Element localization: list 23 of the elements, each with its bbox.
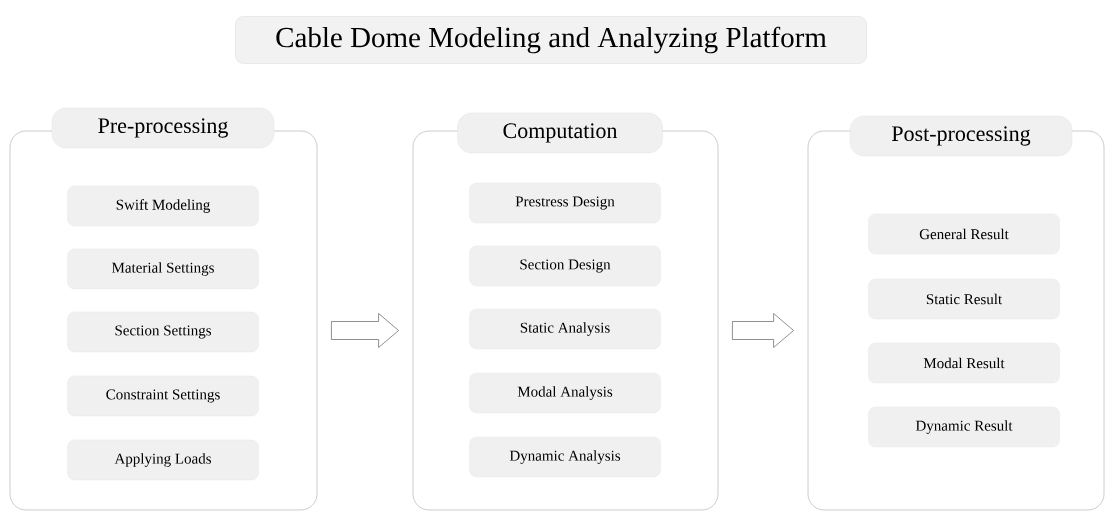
process-box: Section Design (469, 245, 661, 287)
process-box: Material Settings (67, 248, 259, 290)
panel (9, 107, 318, 511)
process-box: Constraint Settings (67, 375, 259, 417)
process-box: Applying Loads (67, 439, 259, 481)
panel-heading: Post-processing (849, 115, 1073, 157)
process-box: Modal Analysis (469, 372, 661, 414)
panel (412, 112, 719, 511)
process-box: Prestress Design (469, 182, 661, 224)
process-box: General Result (868, 213, 1060, 255)
process-box: Swift Modeling (67, 185, 259, 227)
process-box: Static Result (868, 278, 1060, 320)
panel (807, 115, 1105, 511)
block-arrow (732, 313, 794, 348)
process-box: Static Analysis (469, 308, 661, 350)
title-box: Cable Dome Modeling and Analyzing Platform (235, 16, 867, 64)
block-arrow (331, 313, 399, 348)
panel-heading: Computation (457, 112, 663, 154)
process-box: Section Settings (67, 311, 259, 353)
process-box: Dynamic Analysis (469, 436, 661, 478)
process-box: Modal Result (868, 342, 1060, 384)
panel-heading: Pre-processing (51, 107, 275, 149)
process-box: Dynamic Result (868, 406, 1060, 448)
